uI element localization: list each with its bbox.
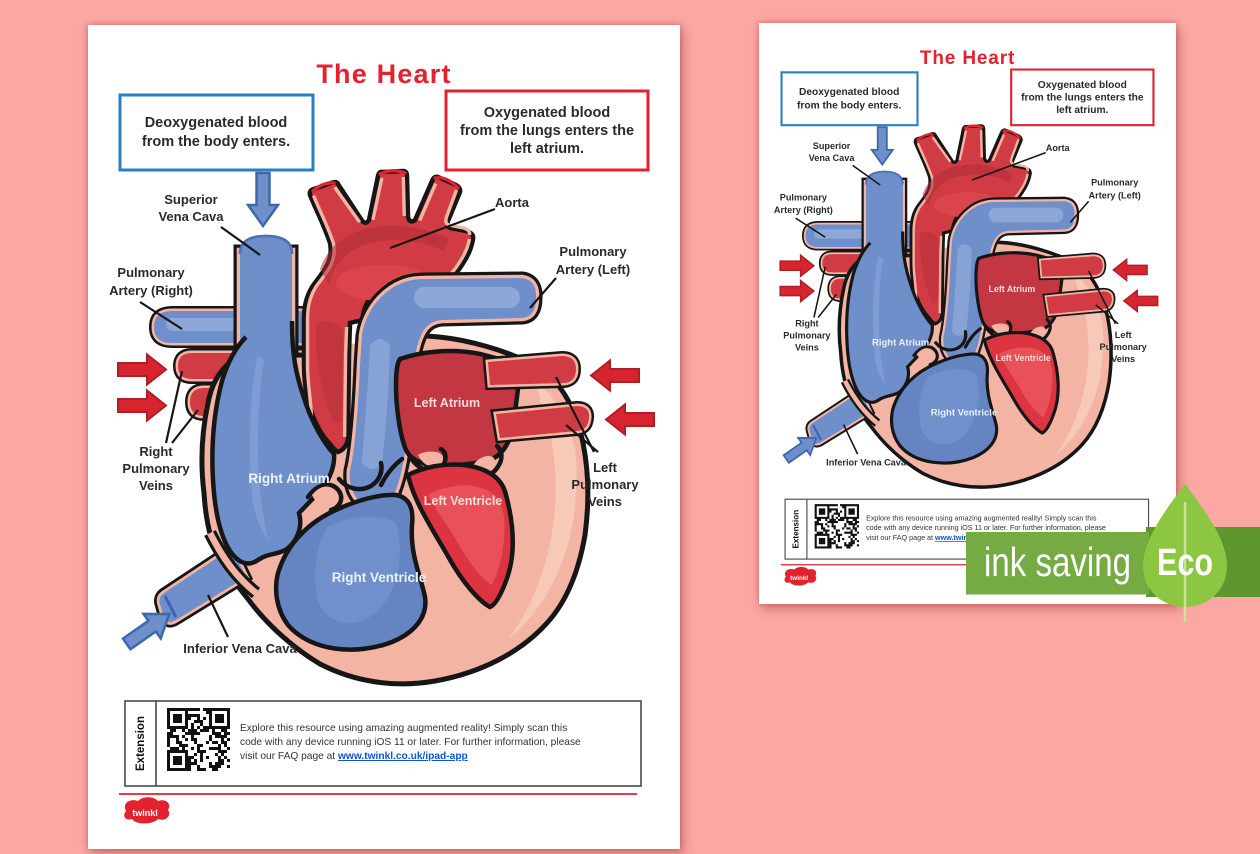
svg-text:Right Ventricle: Right Ventricle: [332, 570, 427, 585]
svg-text:Right Atrium: Right Atrium: [872, 338, 929, 349]
svg-text:Veins: Veins: [139, 478, 173, 493]
svg-text:Artery (Right): Artery (Right): [109, 283, 193, 298]
svg-text:from the lungs enters the: from the lungs enters the: [1021, 93, 1144, 104]
svg-text:Vena Cava: Vena Cava: [809, 153, 856, 163]
svg-text:Extension: Extension: [791, 510, 800, 549]
svg-text:Right: Right: [139, 444, 173, 459]
svg-text:Superior: Superior: [813, 141, 851, 151]
svg-text:Left Ventricle: Left Ventricle: [996, 353, 1051, 363]
svg-text:left atrium.: left atrium.: [1056, 105, 1108, 116]
svg-text:code with any device running i: code with any device running iOS 11 or l…: [866, 524, 1106, 532]
svg-text:Left: Left: [593, 460, 618, 475]
svg-text:Aorta: Aorta: [495, 195, 530, 210]
svg-text:from the body enters.: from the body enters.: [797, 100, 901, 111]
svg-text:Inferior Vena Cava: Inferior Vena Cava: [826, 457, 907, 467]
svg-text:Right Atrium: Right Atrium: [248, 471, 329, 486]
svg-text:The Heart: The Heart: [316, 59, 451, 89]
svg-text:ink saving: ink saving: [984, 539, 1131, 585]
svg-text:Pulmonary: Pulmonary: [122, 461, 190, 476]
svg-text:Pulmonary: Pulmonary: [559, 244, 627, 259]
svg-text:The Heart: The Heart: [920, 48, 1015, 69]
svg-text:Artery (Right): Artery (Right): [774, 205, 833, 215]
svg-text:Deoxygenated blood: Deoxygenated blood: [799, 87, 899, 98]
svg-text:Veins: Veins: [588, 494, 622, 509]
svg-text:code with any device running i: code with any device running iOS 11 or l…: [240, 737, 581, 748]
svg-text:Pulmonary: Pulmonary: [783, 331, 831, 341]
svg-text:Left Atrium: Left Atrium: [989, 284, 1036, 294]
svg-text:Pulmonary: Pulmonary: [780, 193, 828, 203]
svg-text:Explore this resource using am: Explore this resource using amazing augm…: [240, 723, 567, 734]
svg-text:Oxygenated blood: Oxygenated blood: [484, 105, 611, 121]
svg-text:Eco: Eco: [1157, 542, 1213, 584]
svg-text:from the lungs enters the: from the lungs enters the: [460, 123, 634, 139]
svg-text:Extension: Extension: [135, 716, 147, 771]
svg-text:Left Atrium: Left Atrium: [414, 396, 480, 410]
svg-text:Pulmonary: Pulmonary: [1091, 178, 1139, 188]
svg-text:Superior: Superior: [164, 192, 217, 207]
svg-text:Aorta: Aorta: [1046, 143, 1071, 153]
svg-text:Veins: Veins: [1111, 354, 1135, 364]
svg-text:Right Ventricle: Right Ventricle: [931, 407, 998, 418]
svg-text:Left: Left: [1115, 330, 1132, 340]
svg-text:visit our FAQ page at www.twin: visit our FAQ page at www.twinkl.co.uk/i…: [240, 751, 468, 762]
svg-text:Veins: Veins: [795, 343, 819, 353]
svg-text:Oxygenated blood: Oxygenated blood: [1038, 80, 1127, 91]
svg-text:twinkl: twinkl: [132, 808, 158, 818]
svg-text:Deoxygenated blood: Deoxygenated blood: [145, 115, 288, 131]
svg-text:Inferior Vena Cava: Inferior Vena Cava: [183, 641, 297, 656]
svg-text:from the body enters.: from the body enters.: [142, 134, 290, 150]
svg-text:Vena Cava: Vena Cava: [158, 209, 224, 224]
svg-text:Left Ventricle: Left Ventricle: [424, 494, 503, 508]
svg-text:Explore this resource using am: Explore this resource using amazing augm…: [866, 514, 1097, 522]
svg-text:left atrium.: left atrium.: [510, 141, 584, 157]
svg-text:Pulmonary: Pulmonary: [1100, 342, 1148, 352]
svg-text:Pulmonary: Pulmonary: [117, 265, 185, 280]
svg-text:Pulmonary: Pulmonary: [571, 477, 639, 492]
svg-text:twinkl: twinkl: [790, 575, 808, 582]
svg-text:Artery (Left): Artery (Left): [1089, 190, 1141, 200]
svg-text:Right: Right: [795, 319, 818, 329]
svg-text:Artery (Left): Artery (Left): [556, 262, 630, 277]
